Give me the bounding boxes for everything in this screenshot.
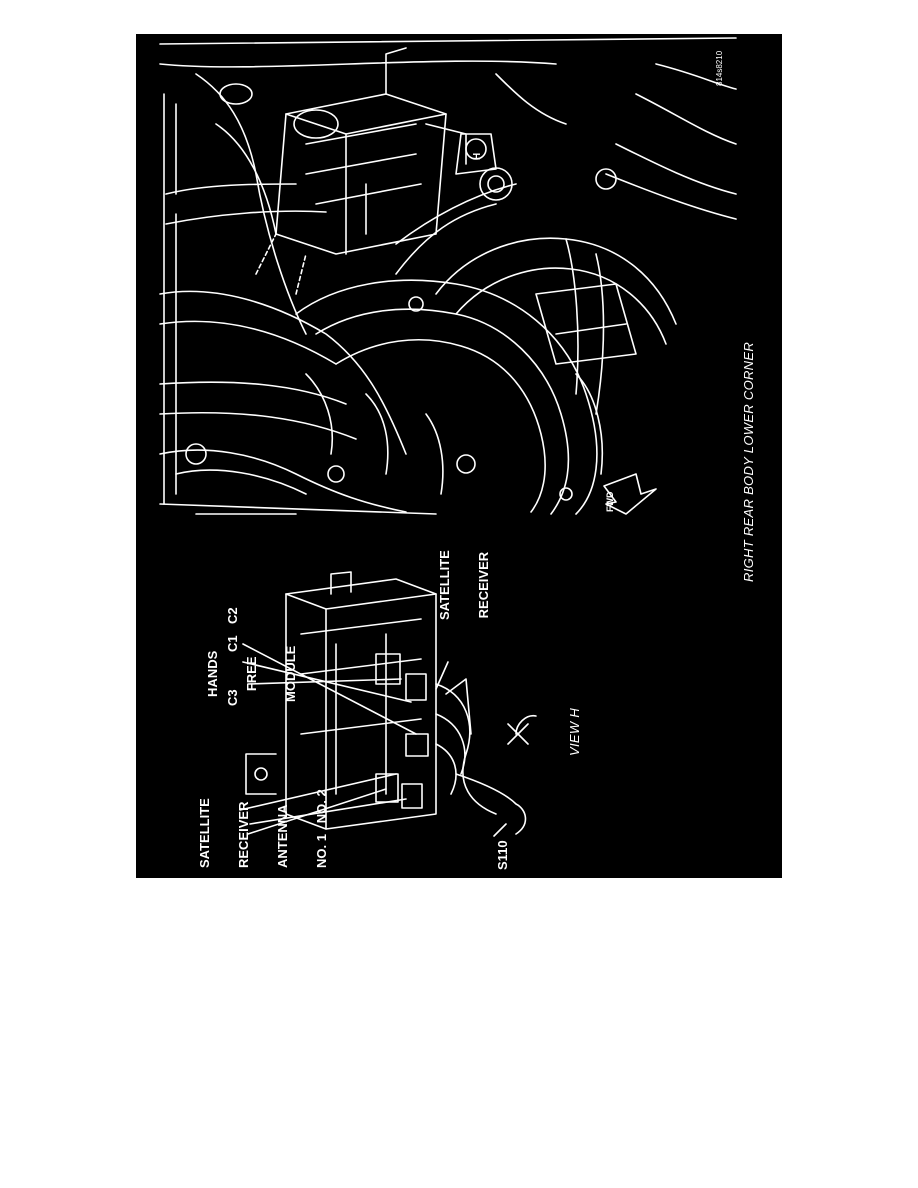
callout-line: FREE: [244, 656, 259, 692]
fwd-arrow-label: FWD: [605, 491, 615, 513]
body-structure-illustration: [159, 37, 737, 515]
callout-line: RECEIVER: [476, 551, 491, 619]
diagram-caption: RIGHT REAR BODY LOWER CORNER: [741, 341, 756, 582]
hands-free-module-callout: HANDS FREE MODULE: [180, 646, 323, 702]
satellite-receiver-antenna-callout: SATELLITE RECEIVER ANTENNA NO. 1 NO. 2: [172, 789, 354, 868]
splice-s110-label: S110: [495, 840, 510, 870]
callout-line: HANDS: [205, 650, 220, 697]
callout-line: SATELLITE: [197, 798, 212, 868]
satellite-receiver-callout: SATELLITE RECEIVER: [412, 550, 516, 620]
connector-c2-label: C2: [225, 607, 240, 624]
diagram-frame: 814s8210 RIGHT REAR BODY LOWER CORNER VI…: [136, 34, 782, 878]
callout-line: ANTENNA: [275, 804, 290, 868]
connector-c1-label: C1: [225, 635, 240, 652]
callout-line: SATELLITE: [437, 550, 452, 620]
view-title: VIEW H: [567, 707, 582, 756]
callout-line: RECEIVER: [236, 801, 251, 868]
figure-id: 814s8210: [715, 50, 724, 86]
diagram-linework: [159, 37, 737, 837]
view-h-marker: H: [472, 152, 483, 160]
connector-c3-label: C3: [225, 689, 240, 706]
callout-line: MODULE: [283, 645, 298, 702]
view-h-detail-illustration: [239, 571, 537, 837]
callout-line: NO. 1 NO. 2: [314, 789, 329, 868]
